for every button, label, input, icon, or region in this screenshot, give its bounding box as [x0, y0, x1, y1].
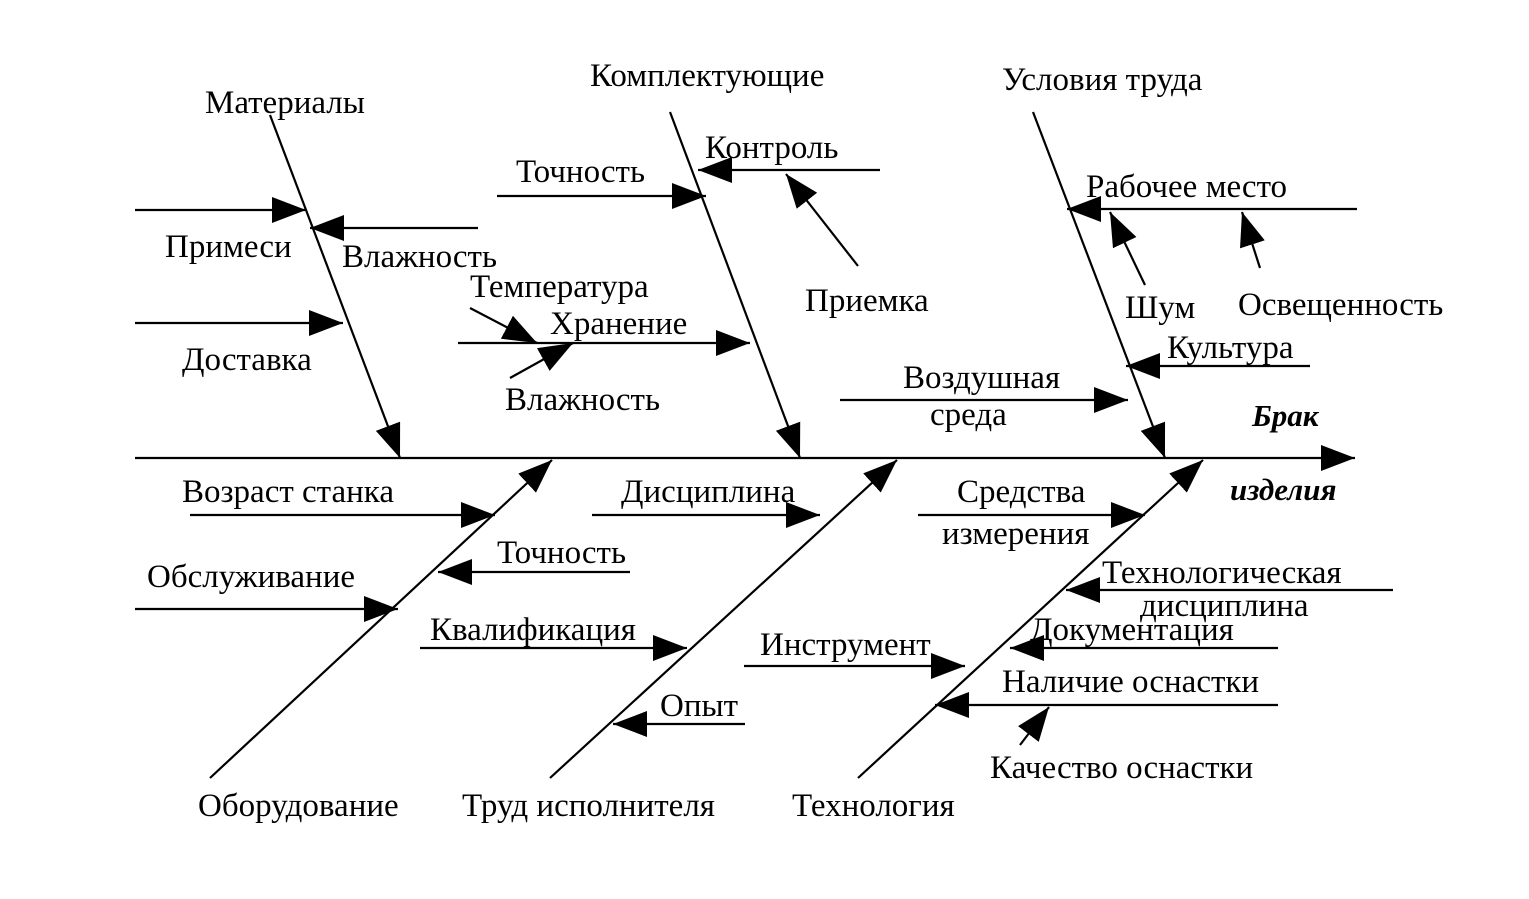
category-label-equipment: Оборудование: [198, 788, 399, 824]
cause-label-equipment-machine-age: Возраст станка: [182, 474, 394, 510]
cause-label-work-lighting: Освещенность: [1238, 287, 1443, 323]
cause-arrow-components-temperature: [469, 307, 538, 344]
cause-label-components-humidity: Влажность: [505, 382, 660, 418]
cause-label-work-air-line1: Воздушная: [903, 360, 1060, 396]
cause-label-technology-measuring-line1: Средства: [957, 474, 1086, 510]
cause-label-equipment-precision: Точность: [497, 535, 626, 571]
cause-arrow-components-humidity: [509, 342, 574, 379]
cause-label-equipment-maintenance: Обслуживание: [147, 559, 355, 595]
effect-label-line1: Брак: [1251, 398, 1320, 433]
cause-label-components-storage: Хранение: [550, 306, 687, 342]
cause-label-technology-documentation: Документация: [1030, 612, 1234, 648]
cause-label-work-culture: Культура: [1167, 330, 1294, 366]
cause-arrow-technology-tooling-quality: [1018, 706, 1050, 746]
cause-label-worker-qualification: Квалификация: [430, 612, 636, 648]
bone-work-conditions: [1031, 111, 1167, 459]
bone-materials: [268, 114, 402, 459]
cause-label-components-precision: Точность: [516, 154, 645, 190]
category-label-components: Комплектующие: [590, 58, 824, 94]
cause-arrow-work-conditions-noise: [1109, 211, 1146, 286]
cause-label-technology-measuring-line2: измерения: [942, 516, 1089, 552]
cause-label-components-control: Контроль: [705, 130, 838, 166]
cause-label-work-air-line2: среда: [930, 397, 1007, 433]
cause-label-technology-tooling-availability: Наличие оснастки: [1002, 664, 1259, 700]
cause-label-worker-experience: Опыт: [660, 688, 738, 724]
category-label-technology: Технология: [792, 788, 955, 824]
category-label-worker-labor: Труд исполнителя: [462, 788, 715, 824]
cause-label-materials-impurities: Примеси: [165, 229, 292, 265]
cause-label-components-acceptance: Приемка: [805, 283, 929, 319]
cause-label-technology-tool: Инструмент: [760, 627, 931, 663]
effect-label-line2: изделия: [1230, 472, 1336, 507]
cause-label-components-temperature: Температура: [470, 269, 649, 305]
bone-worker-labor: [549, 459, 898, 779]
cause-label-technology-tooling-quality: Качество оснастки: [990, 750, 1253, 786]
category-label-materials: Материалы: [205, 85, 365, 121]
cause-label-work-noise: Шум: [1125, 290, 1195, 326]
cause-label-worker-discipline: Дисциплина: [621, 474, 796, 510]
category-label-work-conditions: Условия труда: [1002, 62, 1203, 98]
cause-label-technology-tech-discipline-line2: дисциплина: [1140, 588, 1309, 624]
cause-label-technology-tech-discipline-line1: Технологическая: [1102, 555, 1342, 591]
cause-arrow-work-conditions-lighting: [1240, 211, 1265, 269]
cause-label-materials-delivery: Доставка: [182, 342, 312, 378]
cause-label-work-workplace: Рабочее место: [1086, 169, 1287, 205]
cause-arrow-components-acceptance: [785, 173, 859, 267]
cause-label-materials-humidity: Влажность: [342, 239, 497, 275]
bone-components: [668, 111, 802, 459]
bone-technology: [857, 459, 1204, 779]
